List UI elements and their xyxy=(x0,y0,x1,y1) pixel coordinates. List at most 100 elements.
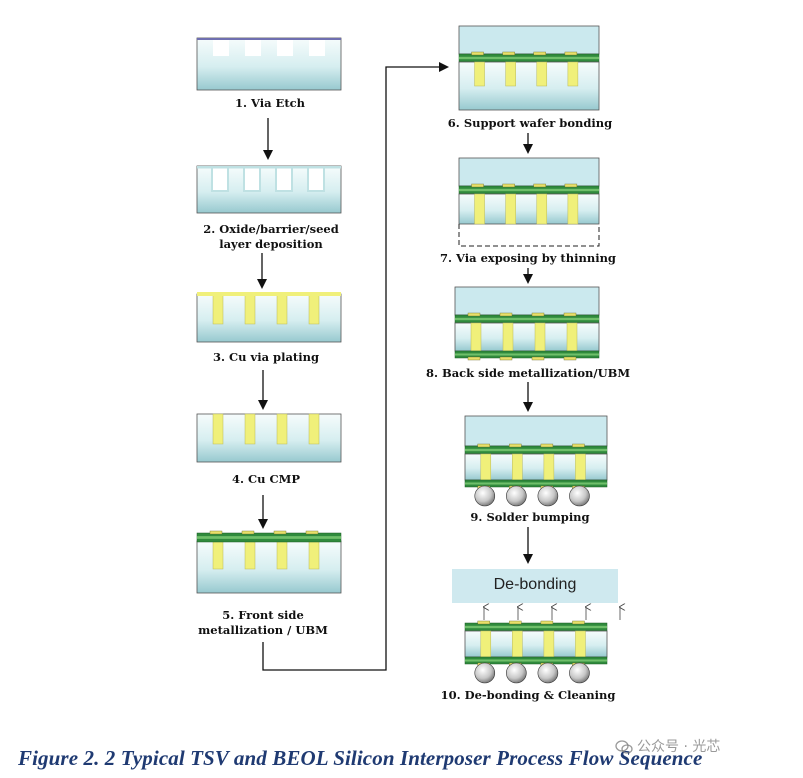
step-4-cross-section xyxy=(196,413,342,463)
ubm-pad xyxy=(305,530,319,535)
ubm-pad xyxy=(564,183,578,188)
copper-via xyxy=(534,322,546,352)
copper-via xyxy=(276,540,288,570)
step-8-label: 8. Back side metallization/UBM xyxy=(425,366,631,380)
copper-via xyxy=(212,293,224,325)
via-hole xyxy=(309,166,323,190)
step-6-cross-section xyxy=(458,25,600,111)
solder-ball xyxy=(474,485,496,507)
debonding-box xyxy=(452,569,618,603)
copper-via xyxy=(575,453,586,481)
via-hole xyxy=(213,166,227,190)
copper-via xyxy=(505,61,516,87)
copper-via xyxy=(512,630,523,658)
metal-line xyxy=(465,625,607,629)
copper-via xyxy=(505,193,516,225)
copper-via xyxy=(480,453,492,481)
solder-ball xyxy=(537,485,559,507)
step-3-label: 3. Cu via plating xyxy=(213,350,319,364)
solder-ball xyxy=(506,485,527,507)
ubm-pad xyxy=(499,312,513,317)
copper-via xyxy=(536,61,548,87)
copper-via xyxy=(575,630,586,658)
ubm-pad xyxy=(471,183,484,188)
step-10-label: 10. De-bonding & Cleaning xyxy=(440,688,616,702)
ubm-pad xyxy=(502,51,515,56)
via-hole xyxy=(245,38,261,56)
ubm-pad xyxy=(531,312,545,317)
copper-via xyxy=(308,293,320,325)
arrow-step5-to-step6 xyxy=(262,62,449,671)
support-wafer xyxy=(458,25,600,55)
ubm-pad xyxy=(477,620,490,625)
solder-ball xyxy=(569,662,590,684)
figure-caption: Figure 2. 2 Typical TSV and BEOL Silicon… xyxy=(18,746,703,770)
via-hole xyxy=(245,166,259,190)
step-8-cross-section xyxy=(454,286,600,361)
copper-via xyxy=(276,293,288,325)
watermark: 公众号 · 光芯 xyxy=(615,736,720,756)
ubm-pad xyxy=(572,620,585,625)
support-wafer xyxy=(458,157,600,187)
copper-via xyxy=(308,413,320,445)
ubm-pad xyxy=(467,312,481,317)
ubm-pad xyxy=(509,620,522,625)
copper-via xyxy=(470,322,482,352)
copper-via xyxy=(480,630,492,658)
via-hole xyxy=(277,166,291,190)
step-1-label: 1. Via Etch xyxy=(234,96,306,110)
via-hole xyxy=(309,38,325,56)
copper-via xyxy=(566,322,578,352)
removed-silicon-outline xyxy=(458,224,600,247)
step-10-cross-section xyxy=(452,569,620,684)
copper-via xyxy=(474,193,485,225)
wechat-icon xyxy=(615,740,633,754)
step-3-cross-section xyxy=(196,292,342,343)
ubm-pad xyxy=(499,356,513,361)
solder-ball xyxy=(569,485,590,507)
ubm-pad xyxy=(563,356,577,361)
step-2-label: 2. Oxide/barrier/seed layer deposition xyxy=(203,222,339,251)
copper-via xyxy=(308,540,320,570)
metal-line xyxy=(197,536,341,539)
metal-line xyxy=(465,482,607,485)
step-9-label: 9. Solder bumping xyxy=(470,510,590,524)
ubm-pad xyxy=(531,356,545,361)
solder-ball xyxy=(506,662,527,684)
step-5-cross-section xyxy=(196,530,342,594)
copper-via xyxy=(212,540,224,570)
ubm-pad xyxy=(564,51,578,56)
step-1-cross-section xyxy=(196,37,342,91)
copper-via xyxy=(567,61,579,87)
oxide-liner-top xyxy=(197,166,341,169)
step-7-label: 7. Via exposing by thinning xyxy=(440,251,616,265)
step-7-cross-section xyxy=(458,157,600,247)
ubm-pad xyxy=(572,443,585,448)
copper-via xyxy=(567,193,579,225)
support-wafer xyxy=(464,415,608,447)
mask-layer xyxy=(197,38,341,40)
ubm-pad xyxy=(502,183,515,188)
copper-via xyxy=(543,630,555,658)
step-5-label: 5. Front side metallization / UBM xyxy=(198,608,328,637)
step-6-label: 6. Support wafer bonding xyxy=(447,116,613,130)
ubm-pad xyxy=(509,443,522,448)
via-hole xyxy=(277,38,293,56)
copper-via xyxy=(212,413,224,445)
via-hole xyxy=(213,38,229,56)
copper-via xyxy=(244,293,256,325)
ubm-pad xyxy=(471,51,484,56)
step-2-cross-section xyxy=(196,165,342,214)
ubm-pad xyxy=(209,530,223,535)
copper-via xyxy=(244,413,256,445)
ubm-pad xyxy=(540,620,554,625)
watermark-text: 公众号 · 光芯 xyxy=(637,739,721,755)
metal-line xyxy=(459,56,599,60)
ubm-pad xyxy=(273,530,287,535)
ubm-pad xyxy=(533,51,546,56)
ubm-pad xyxy=(533,183,546,188)
copper-via xyxy=(502,322,514,352)
copper-via xyxy=(276,413,288,445)
solder-ball xyxy=(474,662,496,684)
